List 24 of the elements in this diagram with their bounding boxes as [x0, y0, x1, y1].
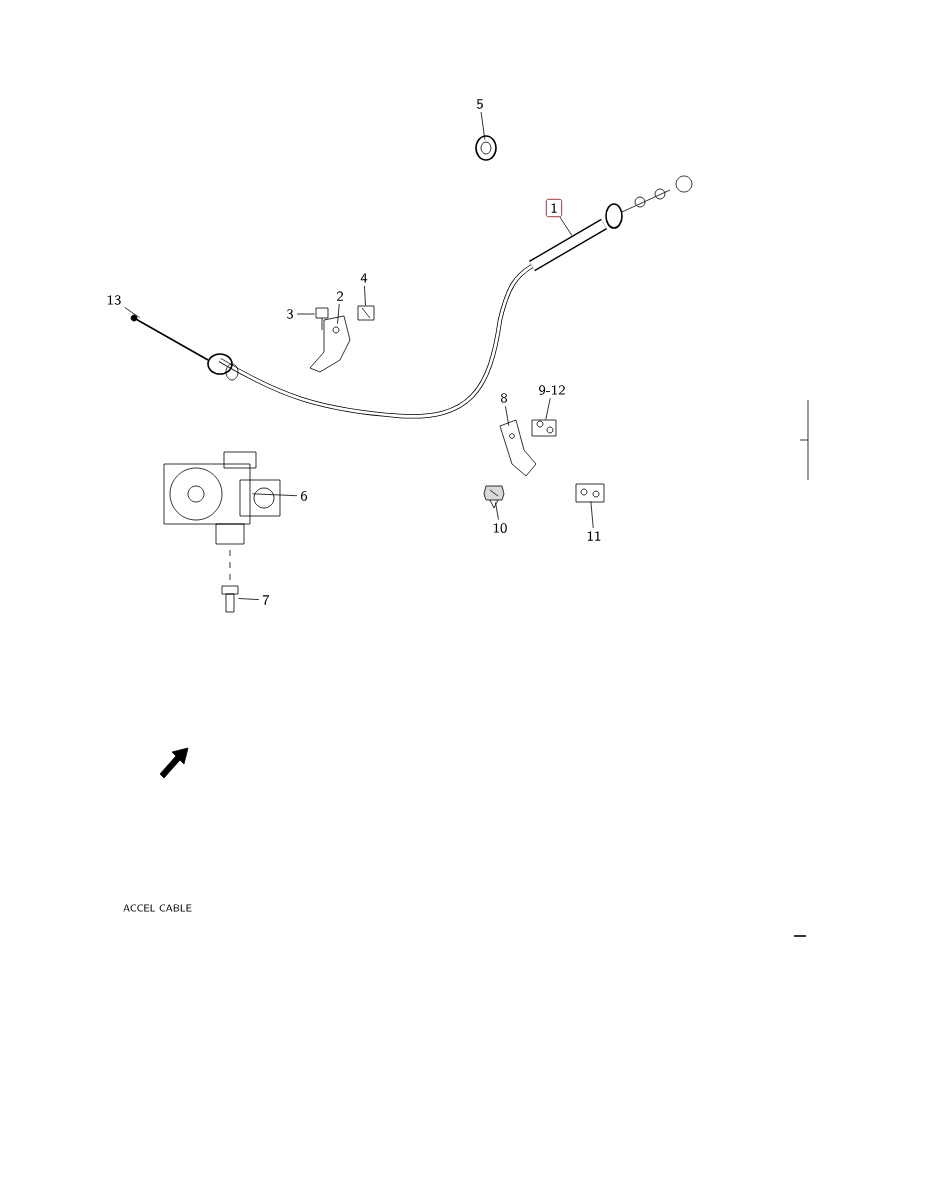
clip-drawing [575, 483, 605, 503]
leader-line [480, 111, 486, 140]
clip-drawing [499, 419, 537, 477]
leader-line [238, 598, 260, 600]
leader-line [590, 501, 594, 529]
leader-line [337, 303, 340, 324]
leader-line [495, 502, 499, 521]
throttle-body-drawing [163, 451, 281, 545]
clip-drawing [531, 419, 557, 437]
cable-sheath-drawing [528, 203, 623, 272]
leader-line [559, 216, 573, 236]
bolt-drawing [315, 307, 329, 331]
leader-line [505, 405, 510, 426]
leader-line [296, 313, 315, 315]
bolt-drawing [483, 485, 505, 509]
bolt-drawing [221, 549, 239, 613]
leader-line [545, 397, 551, 420]
bracket-drawing [309, 315, 351, 373]
wire-end-drawing [130, 314, 209, 361]
leader-line [252, 493, 298, 497]
leader-line [364, 285, 366, 306]
washer-drawing [475, 135, 497, 161]
leader-line [124, 307, 140, 318]
nut-drawing [357, 305, 375, 321]
